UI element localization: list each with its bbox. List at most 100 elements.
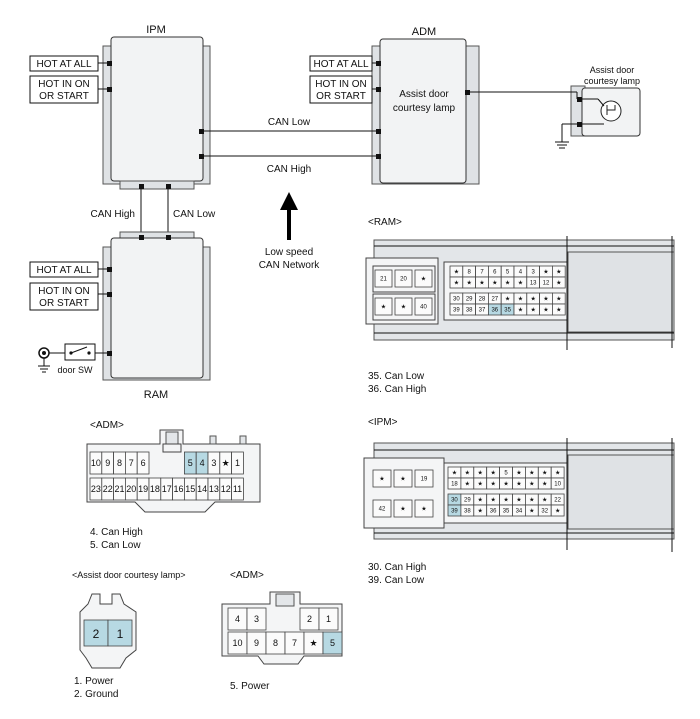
ipm-pin-★: ★ — [490, 497, 495, 504]
lamp-pin-1: 1 — [117, 627, 124, 641]
ipm-hot-in-on-label: HOT IN ON OR START — [29, 75, 107, 104]
adm-big-pin-21: 21 — [114, 484, 124, 494]
svg-text:HOT AT ALL: HOT AT ALL — [36, 59, 91, 70]
adm-big-pin-13: 13 — [209, 484, 219, 494]
ipm-module: IPM — [102, 24, 211, 190]
adm-big-pin-6: 6 — [141, 458, 146, 468]
adm-small-pin-1: 1 — [326, 614, 331, 624]
ram-pin-★-box — [552, 303, 566, 316]
ipm-pin-10: 10 — [554, 482, 561, 488]
door-sw-label: door SW — [57, 365, 93, 375]
ipm-pin-★-box — [393, 469, 413, 488]
can-high-label: CAN High — [267, 164, 311, 175]
ipm-pin-★: ★ — [400, 476, 405, 483]
ipm-pin-★: ★ — [400, 506, 405, 513]
adm-big-pin-9: 9 — [105, 458, 110, 468]
ipm-pin-★: ★ — [555, 508, 560, 515]
ram-pin-★: ★ — [543, 307, 548, 314]
ipm-pin-32: 32 — [541, 509, 548, 515]
ipm-pin-★: ★ — [542, 481, 547, 488]
adm-big-pin-14: 14 — [197, 484, 207, 494]
ram-hot-at-all-label: HOT AT ALL — [29, 261, 107, 278]
adm-inner-label-2: courtesy lamp — [393, 103, 456, 114]
ipm-connector-title: <IPM> — [368, 417, 398, 428]
ram-pin-21-box — [374, 269, 393, 288]
ipm-pin-5: 5 — [504, 471, 508, 477]
ipm-pin-★: ★ — [503, 497, 508, 504]
ram-pin-38: 38 — [466, 308, 473, 314]
lamp-title-1: Assist door — [590, 65, 635, 75]
adm-small-pin-3-box — [246, 607, 267, 631]
ram-pin-★: ★ — [518, 280, 523, 287]
network-label-1: Low speed — [265, 247, 313, 258]
ram-module: RAM — [102, 231, 211, 401]
adm-small-pin-★: ★ — [309, 638, 317, 648]
ram-pin-★: ★ — [531, 307, 536, 314]
adm-big-pin-17: 17 — [162, 484, 172, 494]
ipm-pin-★: ★ — [516, 481, 521, 488]
adm-small-pin-10: 10 — [232, 638, 242, 648]
lamp-connector: <Assist door courtesy lamp> 2 1 — [72, 570, 186, 669]
ipm-pin-18: 18 — [451, 482, 458, 488]
adm-small-pin-1-box — [318, 607, 339, 631]
ram-pin-30: 30 — [453, 297, 460, 303]
svg-text:HOT IN ON: HOT IN ON — [38, 286, 89, 297]
ipm-pin-39: 39 — [451, 509, 458, 515]
ram-pin-20: 20 — [400, 277, 407, 283]
ram-title: RAM — [144, 389, 168, 401]
can-low-label: CAN Low — [268, 117, 311, 128]
adm-big-pin-12: 12 — [221, 484, 231, 494]
adm-big-pin-11: 11 — [233, 484, 242, 494]
ram-pin-★-box — [374, 297, 393, 316]
lamp-title-2: courtesy lamp — [584, 76, 640, 86]
ram-pin-★: ★ — [556, 296, 561, 303]
adm-big-pin-★: ★ — [222, 458, 230, 468]
ipm-pin-★: ★ — [529, 497, 534, 504]
adm-big-pin-8: 8 — [117, 458, 122, 468]
ram-hot-in-on-label: HOT IN ON OR START — [29, 282, 107, 311]
ipm-pin-19-box — [414, 469, 434, 488]
ipm-title: IPM — [146, 24, 166, 36]
ram-pin-37: 37 — [479, 308, 486, 314]
adm-small-pin-2: 2 — [307, 614, 312, 624]
ram-pin-★: ★ — [421, 276, 426, 283]
door-switch: door SW — [38, 343, 107, 375]
ipm-pin-★-box — [393, 499, 413, 518]
ipm-pin-36: 36 — [490, 509, 497, 515]
ipm-pin-★: ★ — [490, 481, 495, 488]
ipm-pin-★: ★ — [529, 470, 534, 477]
ipm-pin-42: 42 — [379, 507, 386, 513]
adm-big-pin-23: 23 — [91, 484, 101, 494]
svg-text:HOT AT ALL: HOT AT ALL — [313, 59, 368, 70]
adm-small-pin-3: 3 — [254, 614, 259, 624]
adm-big-pin-7: 7 — [129, 458, 134, 468]
svg-text:OR START: OR START — [39, 91, 89, 102]
ram-pin-★: ★ — [556, 307, 561, 314]
ram-pin-29: 29 — [466, 297, 473, 303]
ram-pin-★: ★ — [518, 307, 523, 314]
ram-pin-★: ★ — [556, 280, 561, 287]
svg-text:HOT IN ON: HOT IN ON — [38, 79, 89, 90]
ram-pin-★-box — [552, 276, 566, 289]
ram-pin-4: 4 — [519, 270, 523, 276]
adm-big-pin-3: 3 — [211, 458, 216, 468]
ram-pin-28: 28 — [479, 297, 486, 303]
ipm-pin-★: ★ — [421, 506, 426, 513]
ipm-pin-★: ★ — [555, 470, 560, 477]
ram-pin-3: 3 — [532, 270, 536, 276]
adm-module: ADM Assist door courtesy lamp — [371, 26, 480, 185]
ram-pin-39: 39 — [453, 308, 460, 314]
ram-pin-36: 36 — [491, 308, 498, 314]
ipm-pin-29: 29 — [464, 498, 471, 504]
ipm-pin-★: ★ — [529, 508, 534, 515]
ipm-pin-38: 38 — [464, 509, 471, 515]
adm-big-pin-4: 4 — [200, 458, 205, 468]
lamp-pin-2: 2 — [93, 627, 100, 641]
ipm-pin-★: ★ — [490, 470, 495, 477]
ipm-pin-★: ★ — [542, 470, 547, 477]
adm-big-note-2: 5. Can Low — [90, 540, 141, 551]
ram-connector-title: <RAM> — [368, 217, 402, 228]
adm-big-title: <ADM> — [90, 420, 124, 431]
